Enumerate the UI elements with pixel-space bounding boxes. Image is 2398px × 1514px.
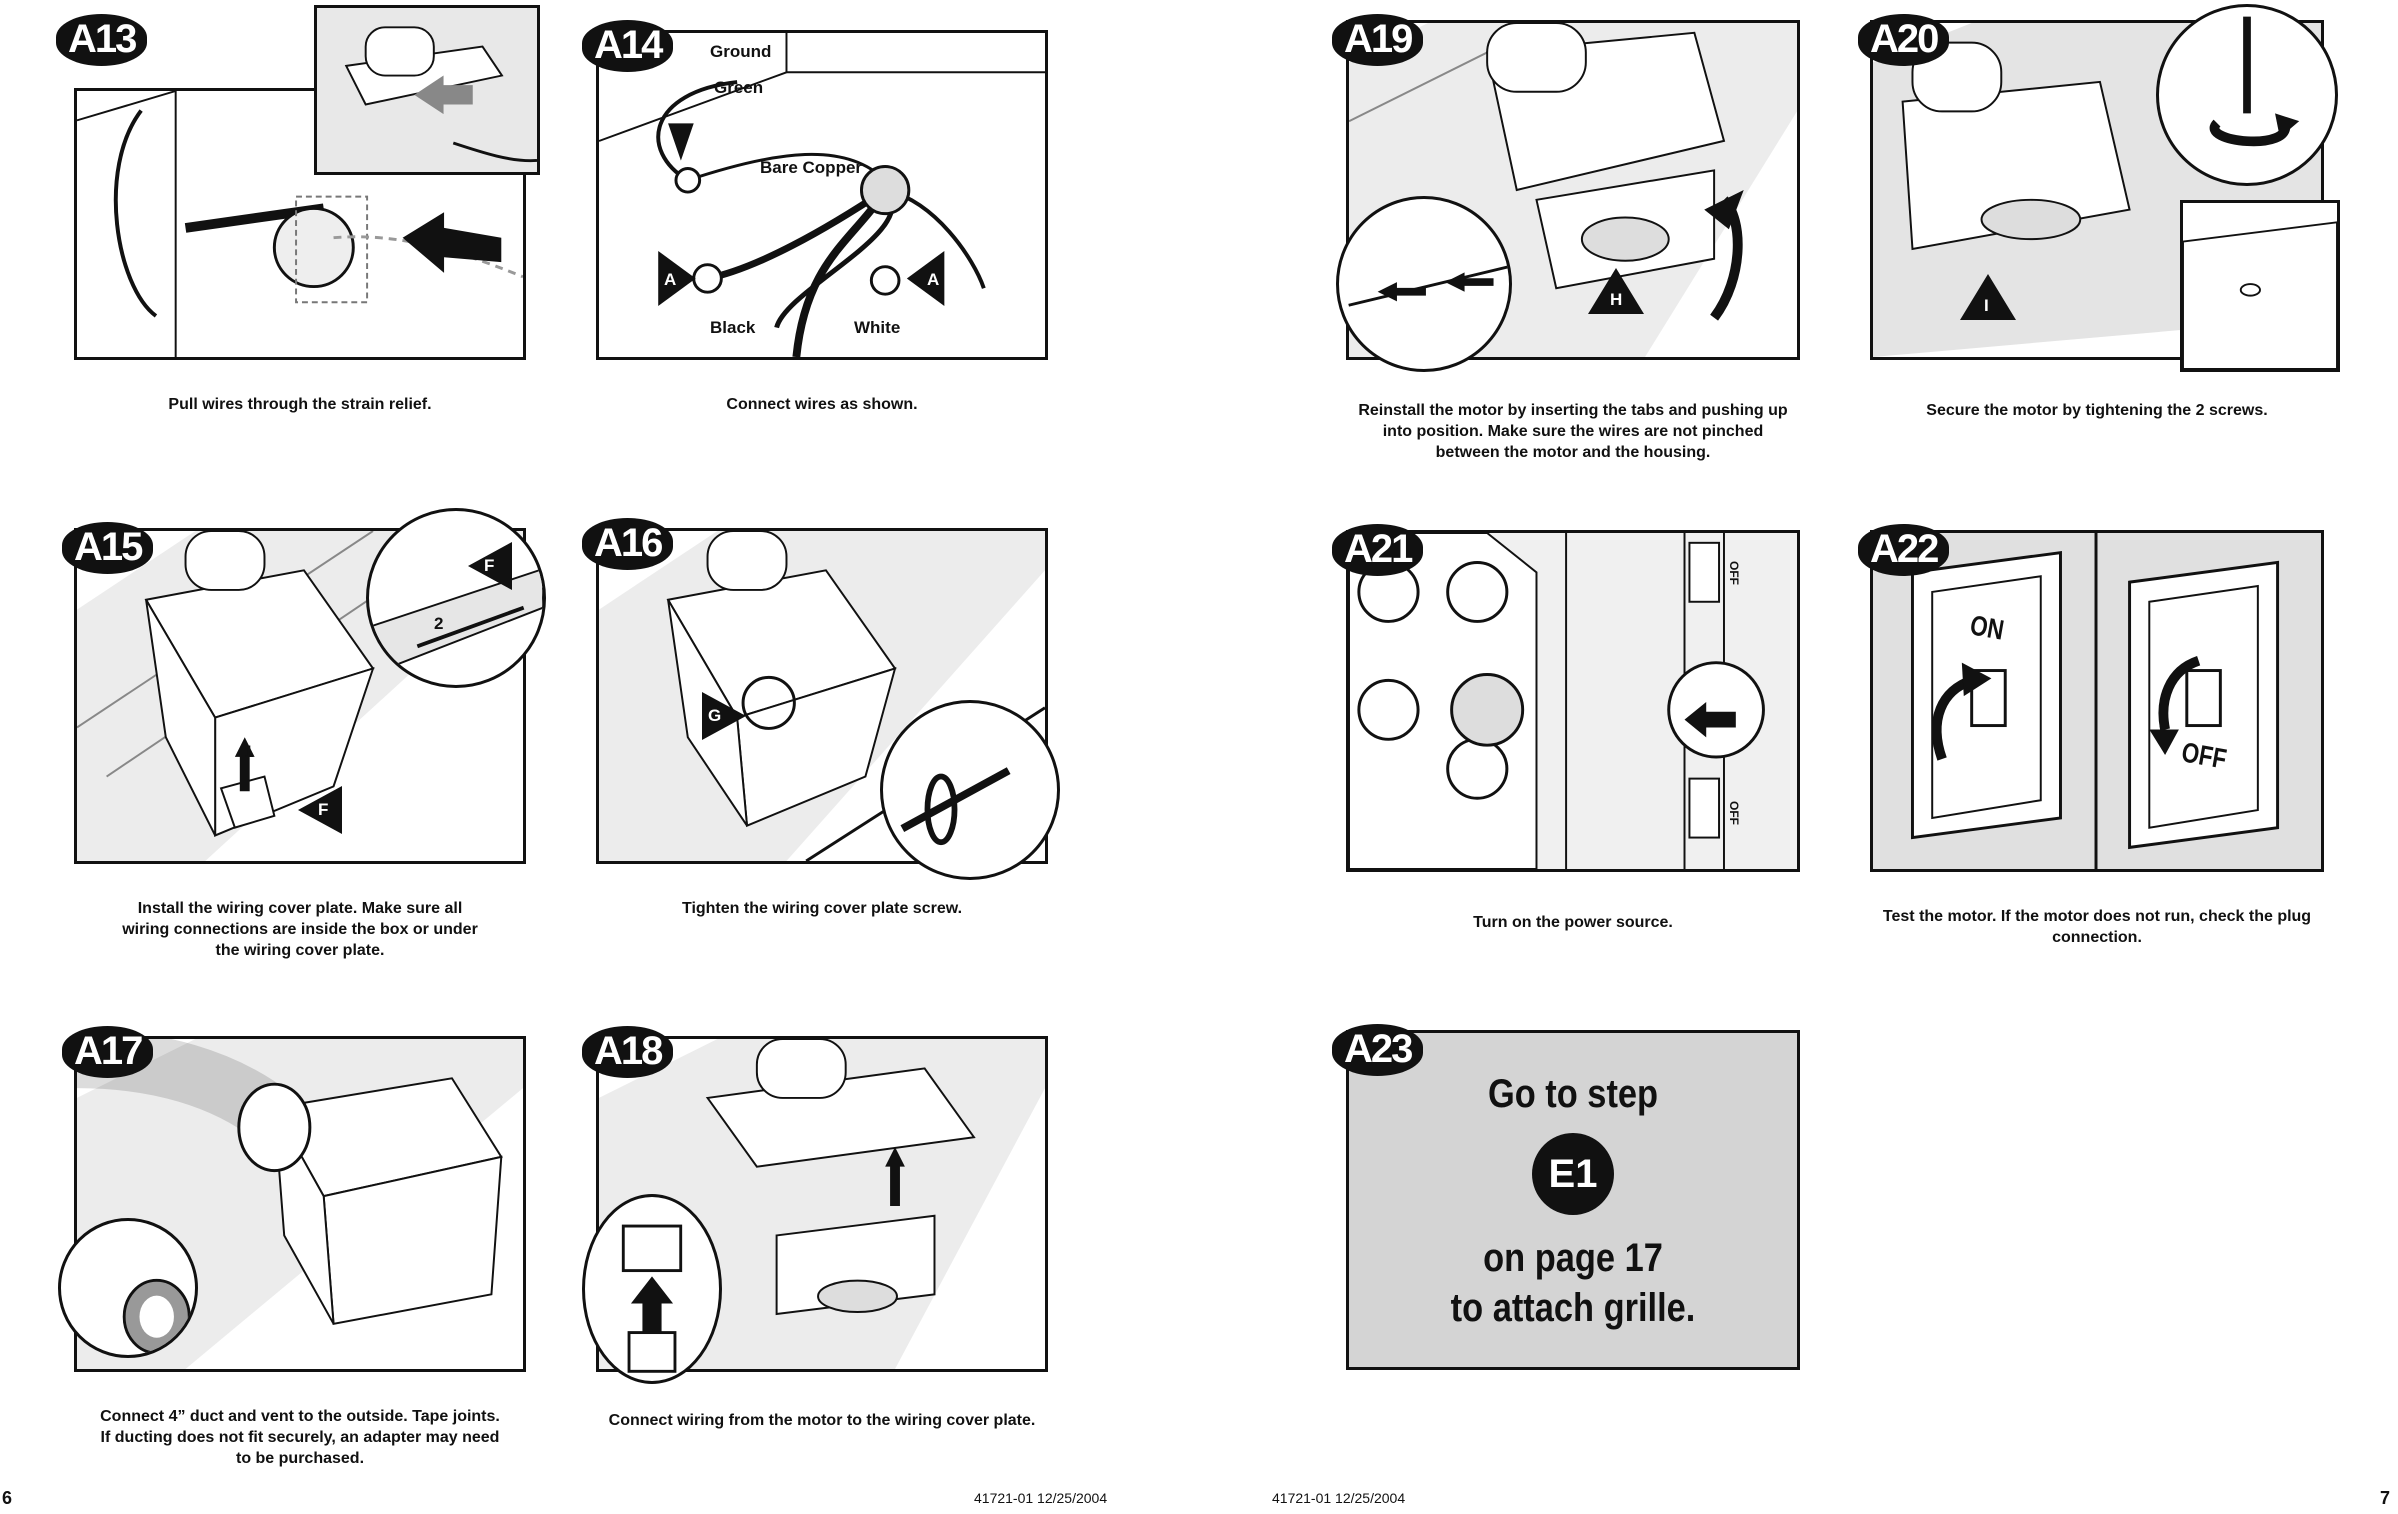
a23-attach-grille-text: to attach grille. bbox=[1450, 1286, 1696, 1330]
step-badge-a15: A15 bbox=[62, 522, 154, 574]
a15-label-f-bottom: F bbox=[318, 800, 329, 819]
a22-illustration bbox=[1870, 530, 2324, 872]
left-page-footer: 41721-01 12/25/2004 bbox=[974, 1490, 1108, 1506]
a17-inset-illustration bbox=[58, 1218, 198, 1358]
a14-label-ground: Ground bbox=[710, 42, 772, 61]
a16-inset-illustration bbox=[880, 700, 1060, 880]
a18-caption: Connect wiring from the motor to the wir… bbox=[608, 1412, 1036, 1429]
step-badge-a17: A17 bbox=[62, 1026, 154, 1078]
a16-marker-g bbox=[702, 692, 746, 740]
a23-go-to-step-box: Go to step E1 on page 17 to attach grill… bbox=[1346, 1030, 1800, 1370]
a16-illustration bbox=[596, 528, 1048, 864]
a14-illustration bbox=[596, 30, 1048, 360]
a19-label-h: H bbox=[1610, 290, 1623, 309]
step-badge-a19: A19 bbox=[1332, 14, 1424, 66]
a20-label-i: I bbox=[1984, 296, 1989, 315]
a23-step-reference-e1[interactable]: E1 bbox=[1532, 1133, 1614, 1215]
a15-label-one: 1 bbox=[244, 742, 254, 761]
step-badge-a21: A21 bbox=[1332, 524, 1424, 576]
a14-caption: Connect wires as shown. bbox=[726, 396, 918, 413]
a21-breaker-label-off-2: OFF bbox=[1727, 801, 1741, 825]
step-badge-a20: A20 bbox=[1858, 14, 1950, 66]
a18-inset-illustration bbox=[582, 1194, 722, 1384]
a15-marker-f-top bbox=[468, 542, 512, 590]
a15-inset-illustration bbox=[366, 508, 546, 688]
a14-label-white: White bbox=[854, 318, 901, 337]
right-page-number: 7 bbox=[2380, 1488, 2391, 1508]
a13-caption: Pull wires through the strain relief. bbox=[168, 396, 432, 413]
step-badge-a14: A14 bbox=[582, 20, 674, 72]
a15-marker-f-bottom bbox=[298, 786, 342, 834]
a20-caption: Secure the motor by tightening the 2 scr… bbox=[1926, 402, 2268, 419]
left-page-number: 6 bbox=[2, 1488, 13, 1508]
a21-breaker-label-off: OFF bbox=[1727, 561, 1741, 585]
a19-inset-illustration bbox=[1336, 196, 1512, 372]
step-badge-a18: A18 bbox=[582, 1026, 674, 1078]
a14-label-bare-copper: Bare Copper bbox=[760, 158, 863, 177]
a16-label-g: G bbox=[708, 706, 722, 725]
a15-label-two: 2 bbox=[434, 614, 444, 633]
a20-inset-detail-illustration bbox=[2180, 200, 2340, 372]
step-badge-a13: A13 bbox=[56, 14, 148, 66]
a14-label-a-top: A bbox=[723, 126, 736, 145]
a15-label-f-top: F bbox=[484, 556, 495, 575]
a20-inset-screw-illustration bbox=[2156, 4, 2338, 186]
a22-label-on: ON bbox=[1967, 609, 2007, 646]
a14-label-black: Black bbox=[710, 318, 756, 337]
a23-go-to-step-text: Go to step bbox=[1487, 1072, 1659, 1116]
a20-marker-i bbox=[1960, 274, 2016, 320]
step-badge-a22: A22 bbox=[1858, 524, 1950, 576]
a23-page-text: on page 17 bbox=[1483, 1236, 1663, 1280]
right-page-footer: 41721-01 12/25/2004 bbox=[1272, 1490, 1406, 1506]
a19-caption: Reinstall the motor by inserting the tab… bbox=[1358, 402, 1788, 461]
step-badge-a23: A23 bbox=[1332, 1024, 1424, 1076]
a22-caption: Test the motor. If the motor does not ru… bbox=[1882, 908, 2312, 946]
step-badge-a16: A16 bbox=[582, 518, 674, 570]
a21-caption: Turn on the power source. bbox=[1473, 914, 1673, 931]
a14-label-a-left: A bbox=[664, 270, 677, 289]
a15-caption: Install the wiring cover plate. Make sur… bbox=[122, 900, 478, 959]
a14-label-a-right: A bbox=[927, 270, 940, 289]
a19-marker-h bbox=[1588, 268, 1644, 314]
a13-inset-illustration bbox=[314, 5, 540, 175]
a21-illustration bbox=[1346, 530, 1800, 872]
a14-label-green: Green bbox=[714, 78, 764, 97]
a17-caption: Connect 4” duct and vent to the outside.… bbox=[100, 1408, 500, 1467]
a16-caption: Tighten the wiring cover plate screw. bbox=[681, 900, 963, 917]
